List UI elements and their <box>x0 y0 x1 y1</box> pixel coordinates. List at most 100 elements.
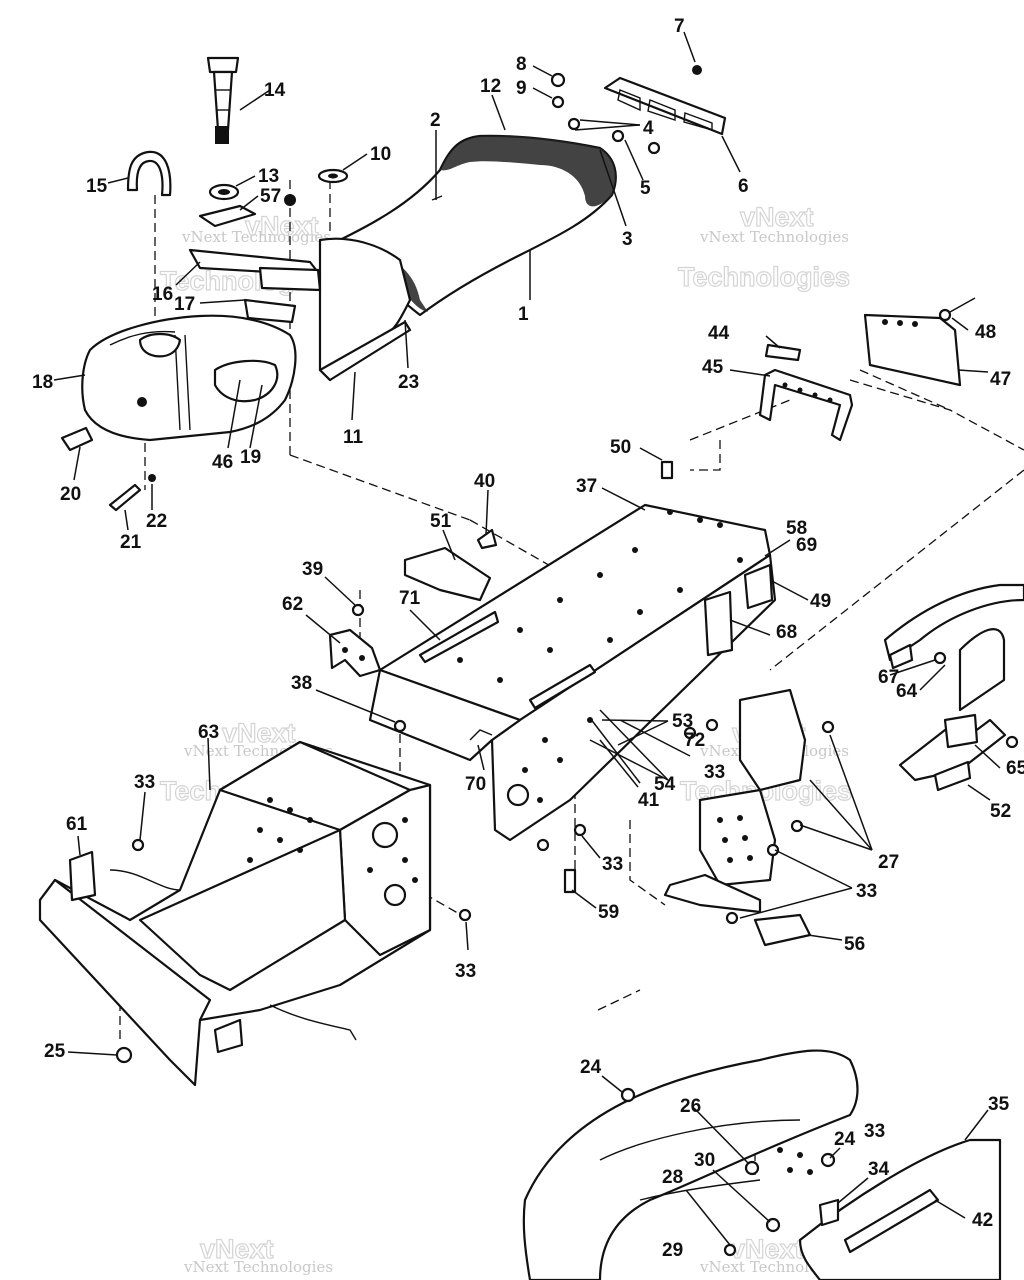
callout-48: 48 <box>975 322 996 343</box>
callout-45: 45 <box>702 357 724 378</box>
seat-pan <box>318 320 412 382</box>
callout-46: 46 <box>212 452 233 473</box>
callout-71: 71 <box>399 588 421 609</box>
watermark-text: vNext Technologies <box>699 228 849 246</box>
callout-67: 67 <box>878 667 899 688</box>
tank-filler-recess <box>138 332 182 358</box>
callout-8: 8 <box>516 54 527 75</box>
callout-18: 18 <box>32 372 53 393</box>
callout-2: 2 <box>430 110 441 131</box>
callout-50: 50 <box>610 437 631 458</box>
fuel-tank <box>81 314 297 442</box>
watermark-text: vNext <box>730 1234 804 1264</box>
callout-65: 65 <box>1006 758 1024 779</box>
callout-9: 9 <box>516 78 527 99</box>
callout-21: 21 <box>120 532 142 553</box>
bolt <box>660 460 674 480</box>
callout-35: 35 <box>988 1094 1010 1115</box>
callout-13: 13 <box>258 166 279 187</box>
callout-57: 57 <box>260 186 281 207</box>
callout-70: 70 <box>465 774 486 795</box>
callout-33d: 33 <box>704 762 725 783</box>
watermark-text: vNext <box>222 718 296 748</box>
callout-19: 19 <box>240 447 261 468</box>
callout-51: 51 <box>430 511 452 532</box>
callout-11: 11 <box>343 427 364 448</box>
callout-1: 1 <box>518 304 529 325</box>
callout-61: 61 <box>66 814 88 835</box>
callout-25: 25 <box>44 1041 66 1062</box>
seat-texture <box>440 135 616 207</box>
callout-12: 12 <box>480 76 501 97</box>
callout-24: 24 <box>580 1057 602 1078</box>
callout-34: 34 <box>868 1159 890 1180</box>
clip-40 <box>476 528 498 550</box>
callout-22: 22 <box>146 511 167 532</box>
tank-pocket <box>213 359 279 403</box>
frame-left-wall <box>368 668 522 762</box>
front-frame <box>38 740 432 1087</box>
callout-47: 47 <box>990 369 1011 390</box>
drain-valve <box>60 426 94 452</box>
callout-33f: 33 <box>864 1121 885 1142</box>
callout-7: 7 <box>674 16 685 37</box>
bracket-51 <box>403 546 492 602</box>
watermark-text: vNext Technologies <box>181 228 331 246</box>
fuel-fitting <box>137 397 147 407</box>
callout-28: 28 <box>662 1167 683 1188</box>
watermark-text: vNext Technologies <box>183 1258 333 1276</box>
callout-69: 69 <box>796 535 817 556</box>
callout-33a: 33 <box>134 772 155 793</box>
main-frame <box>368 503 777 842</box>
clip <box>108 483 142 512</box>
callout-16: 16 <box>152 284 173 305</box>
callout-17: 17 <box>174 294 195 315</box>
callout-62: 62 <box>282 594 303 615</box>
callout-72: 72 <box>684 730 705 751</box>
callout-38: 38 <box>291 673 312 694</box>
callout-39: 39 <box>302 559 323 580</box>
callout-labels: 1 2 3 4 5 6 7 8 9 10 11 12 13 14 15 16 1… <box>32 16 1024 1261</box>
callout-26: 26 <box>680 1096 701 1117</box>
callout-68: 68 <box>776 622 797 643</box>
callout-33c: 33 <box>602 854 623 875</box>
callout-24b: 24 <box>834 1129 856 1150</box>
callout-41: 41 <box>638 790 660 811</box>
callout-33b: 33 <box>455 961 476 982</box>
seat-assembly <box>318 134 617 382</box>
fuel-hose <box>126 150 172 197</box>
fuel-cap <box>206 56 240 144</box>
watermark-text: vNext <box>200 1234 274 1264</box>
alignment-lines <box>119 180 1024 1185</box>
callout-5: 5 <box>640 178 651 199</box>
callout-64: 64 <box>896 681 918 702</box>
callout-27: 27 <box>878 852 899 873</box>
callout-58: 58 <box>786 518 807 539</box>
callout-53: 53 <box>672 711 693 732</box>
callout-63: 63 <box>198 722 219 743</box>
callout-54: 54 <box>654 774 676 795</box>
watermark-text: Technologies <box>678 262 850 292</box>
fender-body <box>522 1049 859 1280</box>
callout-20: 20 <box>60 484 81 505</box>
callout-3: 3 <box>622 229 633 250</box>
callout-42: 42 <box>972 1210 993 1231</box>
footrest-right <box>883 583 1024 792</box>
watermark-text: vNext <box>245 211 319 241</box>
frame-side <box>490 553 777 842</box>
nut <box>115 1046 133 1064</box>
watermark-text: vNext <box>740 202 814 232</box>
callout-10: 10 <box>370 144 391 165</box>
callout-52: 52 <box>990 801 1011 822</box>
rear-fender <box>522 1049 1002 1280</box>
callout-29: 29 <box>662 1240 683 1261</box>
callout-6: 6 <box>738 176 749 197</box>
callout-14: 14 <box>264 80 286 101</box>
callout-44: 44 <box>708 323 730 344</box>
callout-30: 30 <box>694 1150 715 1171</box>
callout-23: 23 <box>398 372 419 393</box>
bracket-62 <box>328 628 382 678</box>
callout-59: 59 <box>598 902 619 923</box>
callout-4: 4 <box>643 118 654 139</box>
pedal-assembly <box>663 688 835 947</box>
